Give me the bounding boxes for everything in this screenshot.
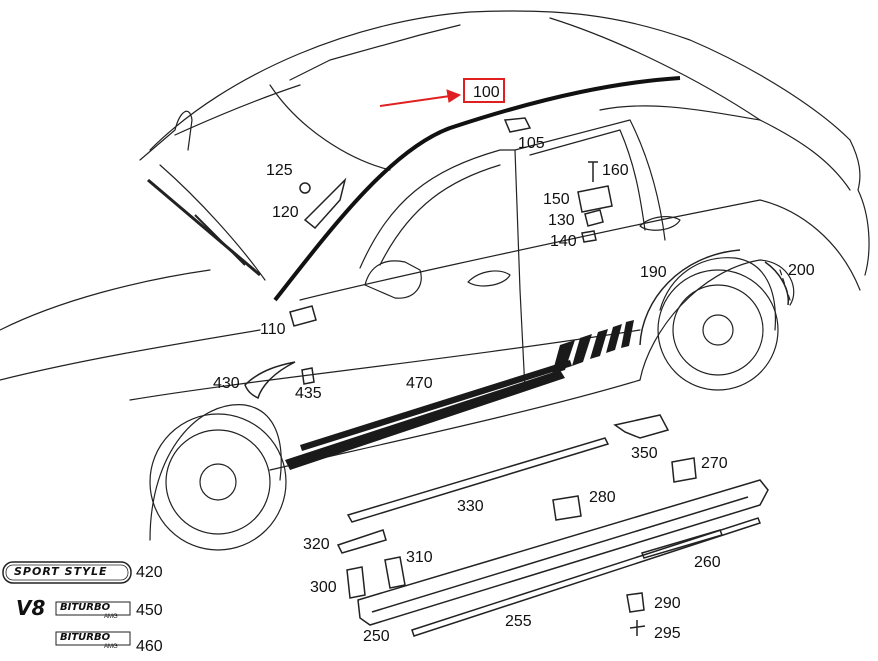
holder-150 — [577, 185, 613, 213]
emblem-sport-style-420 — [2, 561, 132, 584]
emblem-sport-style-text: SPORT STYLE — [14, 565, 108, 578]
front-door — [359, 149, 526, 391]
part-label-320[interactable]: 320 — [303, 536, 330, 553]
part-label-150[interactable]: 150 — [543, 191, 570, 208]
bracket-120 — [303, 177, 347, 230]
clip-280 — [552, 495, 582, 521]
front-wheel-arch — [149, 404, 282, 541]
clip-310 — [384, 556, 406, 589]
part-label-270[interactable]: 270 — [701, 455, 728, 472]
door-handle-front — [467, 270, 511, 287]
emblem-biturbo-text-2: BITURBO — [60, 632, 111, 643]
door-handle-rear — [639, 216, 681, 231]
hood-outline — [0, 269, 211, 331]
clip-105 — [503, 117, 532, 133]
mirror — [364, 260, 422, 299]
part-label-290[interactable]: 290 — [654, 595, 681, 612]
emblem-amg-text: AMG — [104, 614, 118, 620]
rivet-295 — [629, 620, 646, 636]
part-label-255[interactable]: 255 — [505, 613, 532, 630]
highlight-arrow — [379, 89, 462, 107]
part-label-300[interactable]: 300 — [310, 579, 337, 596]
roof-molding-100 — [273, 76, 681, 302]
part-label-460[interactable]: 460 — [136, 638, 163, 655]
trim-strip-255 — [411, 517, 761, 637]
part-label-110[interactable]: 110 — [260, 321, 286, 338]
a-pillar — [159, 164, 266, 281]
trim-strip-260 — [640, 529, 724, 559]
clip-110 — [289, 305, 317, 327]
highlight-box-100[interactable]: 100 — [463, 78, 505, 103]
side-stripe-470 — [285, 320, 634, 470]
screw-125 — [299, 182, 311, 194]
clip-140 — [581, 230, 597, 243]
clip-300 — [346, 566, 366, 599]
part-label-160[interactable]: 160 — [602, 162, 629, 179]
part-label-100: 100 — [473, 84, 500, 101]
emblem-biturbo-460 — [55, 631, 131, 646]
clip-270 — [671, 457, 697, 483]
part-label-280[interactable]: 280 — [589, 489, 616, 506]
bracket-350 — [613, 414, 670, 439]
part-130 — [584, 209, 604, 227]
part-label-430[interactable]: 430 — [213, 375, 240, 392]
sill-trim-330 — [346, 437, 610, 523]
clip-435 — [301, 367, 315, 385]
car-roof-outline — [149, 10, 851, 151]
bolt-160 — [588, 161, 598, 182]
emblem-biturbo-text: BITURBO — [60, 602, 111, 613]
wiper — [147, 178, 261, 277]
emblem-430 — [244, 361, 296, 400]
part-label-120[interactable]: 120 — [272, 204, 299, 221]
part-label-200[interactable]: 200 — [788, 262, 815, 279]
arch-trim-200 — [764, 261, 789, 306]
part-label-190[interactable]: 190 — [640, 264, 667, 281]
fender-liner-190 — [639, 249, 741, 346]
part-label-435[interactable]: 435 — [295, 385, 322, 402]
clip-290 — [626, 592, 645, 613]
part-label-330[interactable]: 330 — [457, 498, 484, 515]
rocker-panel-250 — [357, 479, 769, 626]
part-label-350[interactable]: 350 — [631, 445, 658, 462]
part-label-125[interactable]: 125 — [266, 162, 293, 179]
bracket-320 — [336, 529, 387, 554]
part-label-130[interactable]: 130 — [548, 212, 575, 229]
emblem-biturbo-450 — [55, 601, 131, 616]
emblem-amg-text-2: AMG — [104, 644, 118, 650]
part-label-260[interactable]: 260 — [694, 554, 721, 571]
part-label-140[interactable]: 140 — [550, 233, 577, 250]
part-label-310[interactable]: 310 — [406, 549, 433, 566]
emblem-v8-text: V8 — [16, 596, 46, 620]
part-label-295[interactable]: 295 — [654, 625, 681, 642]
part-label-250[interactable]: 250 — [363, 628, 390, 645]
part-label-105[interactable]: 105 — [518, 135, 545, 152]
part-label-450[interactable]: 450 — [136, 602, 163, 619]
rear-wheel — [657, 269, 779, 391]
part-label-420[interactable]: 420 — [136, 564, 163, 581]
part-label-470[interactable]: 470 — [406, 375, 433, 392]
front-wheel — [149, 413, 287, 551]
